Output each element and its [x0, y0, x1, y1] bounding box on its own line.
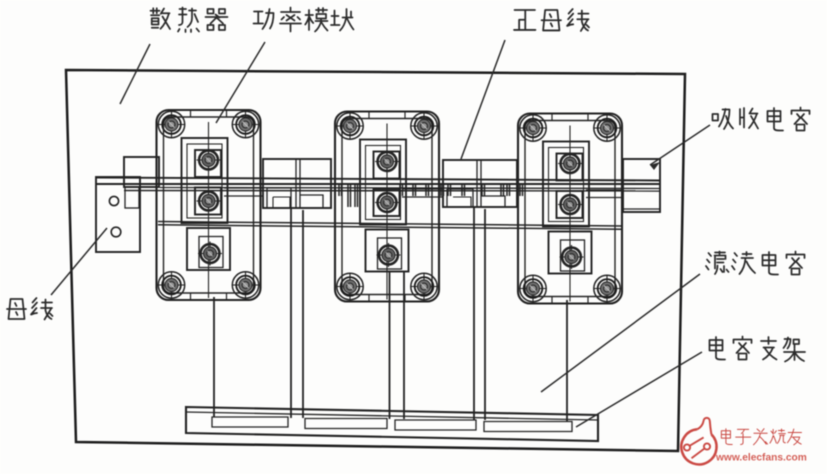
svg-text:www.elecfans.com: www.elecfans.com — [715, 453, 807, 464]
